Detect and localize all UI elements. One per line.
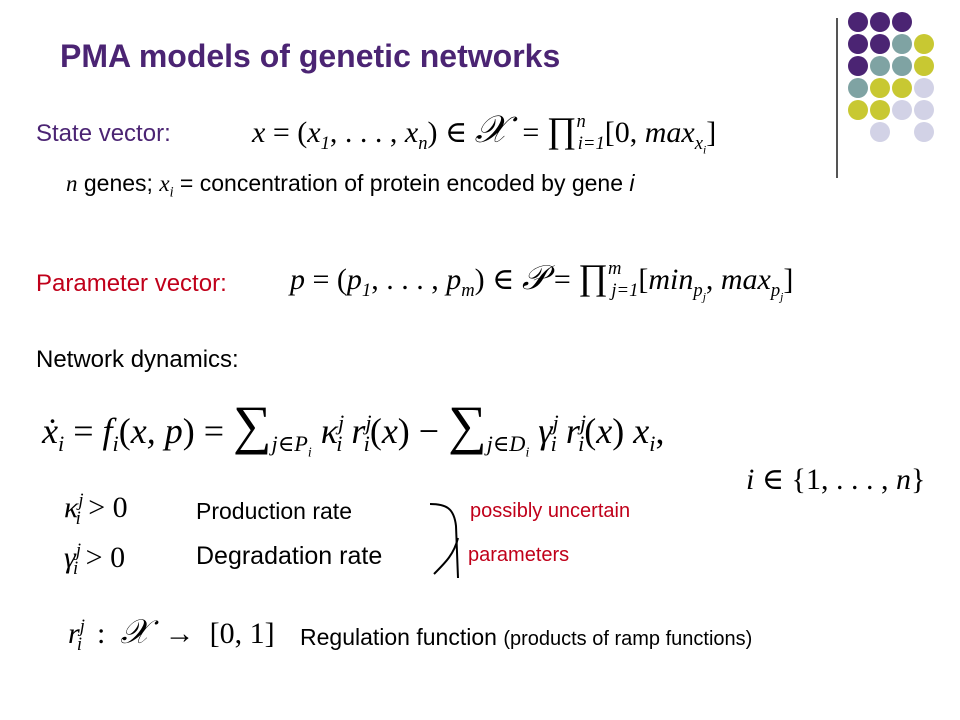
genes-x-sub: i [169, 184, 174, 201]
kappa-condition: κji > 0 [64, 490, 128, 529]
parameter-vector-equation: p = (p1, . . . , pm) ∈ 𝒫 = ∏mj=1[minpj, … [290, 257, 794, 304]
uncertain-note-line2: parameters [468, 544, 570, 566]
decorative-dot [892, 100, 912, 120]
decorative-dot [892, 34, 912, 54]
regulation-note: (products of ramp functions) [503, 628, 753, 650]
decorative-dot [848, 12, 868, 32]
regulation-description: Regulation function (products of ramp fu… [300, 624, 752, 651]
decorative-dot [914, 34, 934, 54]
genes-x: x [159, 171, 170, 196]
production-rate-label: Production rate [196, 498, 352, 524]
curly-brace [429, 503, 459, 579]
decorative-dot [870, 34, 890, 54]
decorative-dot [870, 100, 890, 120]
decorative-dot [892, 12, 912, 32]
decorative-dot [848, 78, 868, 98]
degradation-rate-label: Degradation rate [196, 542, 383, 570]
genes-text-2: = concentration of protein encoded by ge… [173, 170, 630, 196]
genes-description: n genes; xi = concentration of protein e… [66, 170, 635, 202]
decorative-dot [870, 78, 890, 98]
decorative-dot [914, 78, 934, 98]
genes-text-1: genes; [77, 170, 160, 196]
gamma-condition: γji > 0 [64, 540, 126, 579]
decorative-dot [914, 56, 934, 76]
vertical-divider [836, 18, 838, 178]
regulation-label: Regulation function [300, 624, 497, 650]
decorative-dot [848, 56, 868, 76]
decorative-dot [914, 100, 934, 120]
parameter-vector-label: Parameter vector: [36, 270, 227, 297]
network-dynamics-equation: ẋi = fi(x, p) = ∑j∈Pi κji rji(x) − ∑j∈Di… [42, 395, 665, 460]
genes-i: i [629, 170, 635, 196]
decorative-dot [914, 122, 934, 142]
state-vector-equation: x = (x1, . . . , xn) ∈ 𝒳 = ∏ni=1[0, maxx… [252, 109, 717, 157]
decorative-dot [848, 100, 868, 120]
decorative-dot [870, 122, 890, 142]
decorative-dot [870, 56, 890, 76]
regulation-mapping: rji : 𝒳 → [0, 1] [68, 614, 275, 655]
decorative-dot [892, 56, 912, 76]
state-vector-label: State vector: [36, 120, 171, 147]
slide-title: PMA models of genetic networks [60, 38, 561, 74]
decorative-dot [848, 34, 868, 54]
genes-n: n [66, 171, 78, 196]
index-set: i ∈ {1, . . . , n} [746, 463, 926, 496]
decorative-dot [870, 12, 890, 32]
network-dynamics-label: Network dynamics: [36, 346, 239, 373]
decorative-dot [892, 78, 912, 98]
decorative-dot-grid [846, 10, 950, 160]
brace-stroke-upper [429, 503, 459, 579]
brace-stroke-lower [433, 537, 459, 575]
uncertain-note-line1: possibly uncertain [470, 500, 631, 522]
